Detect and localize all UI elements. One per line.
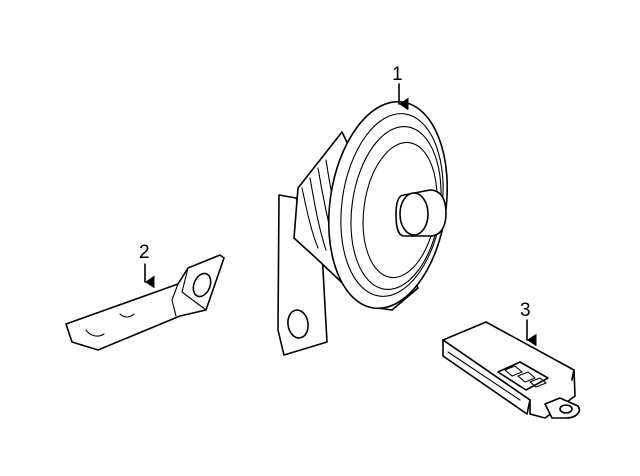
bracket-hole xyxy=(192,272,212,298)
horn-part[interactable]: 1 xyxy=(277,64,460,356)
bracket-part[interactable]: 2 xyxy=(65,242,225,351)
horn-mount-hole xyxy=(287,309,309,339)
module-side xyxy=(442,339,531,415)
callout-label-1: 1 xyxy=(392,64,403,85)
module-connector xyxy=(497,361,549,391)
callout-label-2: 2 xyxy=(139,242,150,263)
bracket-body xyxy=(65,254,225,351)
module-mount-hole xyxy=(559,404,573,414)
module-part[interactable]: 3 xyxy=(442,300,581,419)
callout-label-3: 3 xyxy=(520,300,531,321)
